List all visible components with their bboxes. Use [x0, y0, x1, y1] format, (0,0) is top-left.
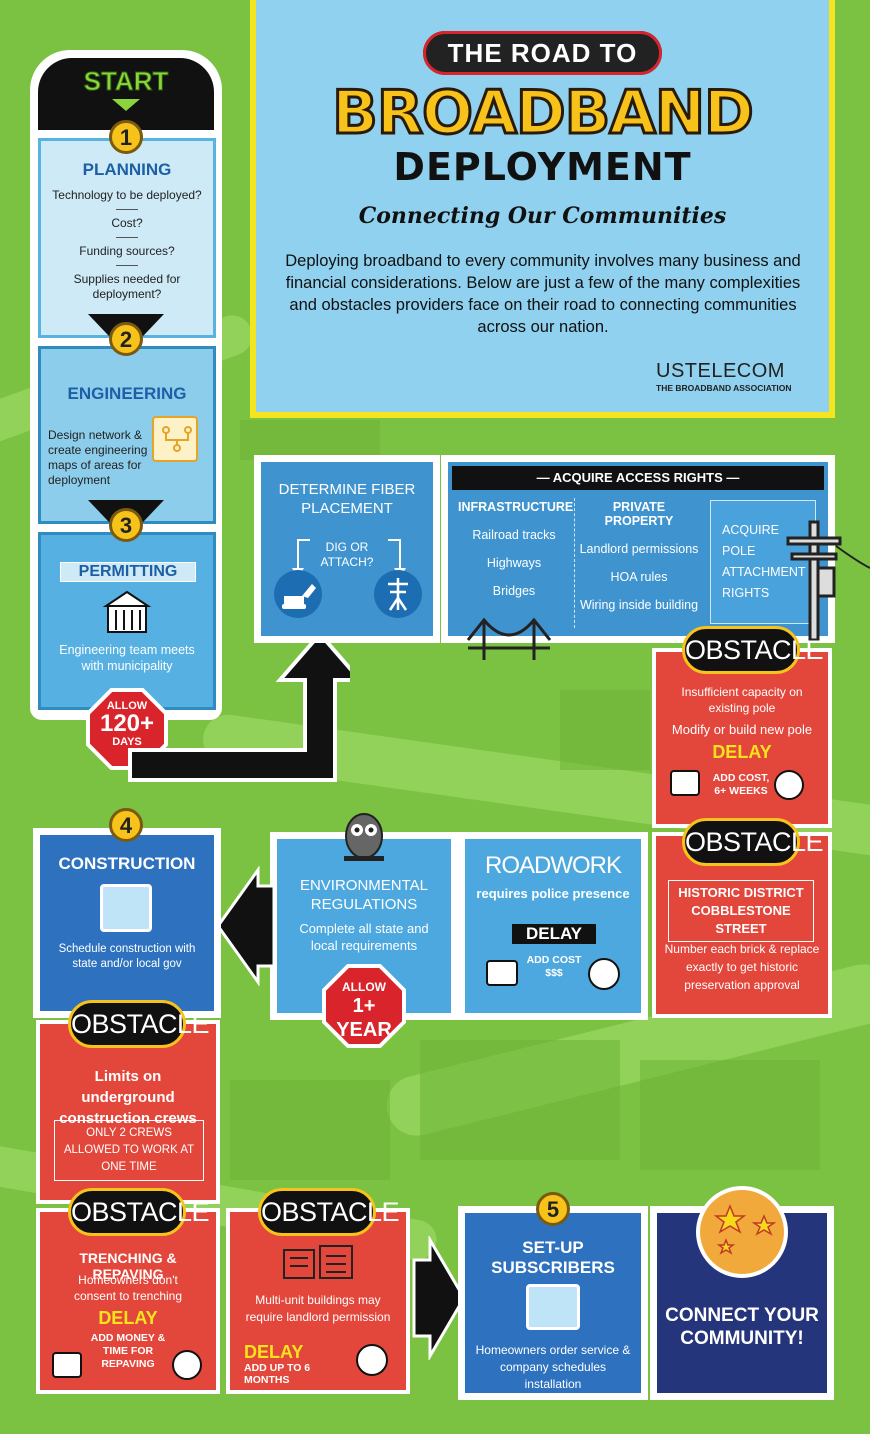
- fireworks-icon: [696, 1186, 788, 1278]
- fiber-title: DETERMINE FIBER PLACEMENT: [278, 481, 416, 517]
- calendar-icon: [100, 884, 152, 932]
- intro-text: Deploying broadband to every community i…: [285, 252, 801, 336]
- private-property-column: PRIVATE PROPERTY Landlord permissions HO…: [579, 500, 699, 612]
- apartment-buildings-icon: [282, 1244, 354, 1280]
- roadwork-sub: requires police presence: [476, 886, 630, 901]
- ustelecom-logo: USTELECOM THE BROADBAND ASSOCIATION: [656, 360, 792, 393]
- start-label: START: [83, 66, 169, 97]
- stop-sign-inner: ALLOW 120+ DAYS: [90, 692, 164, 766]
- multiunit-cost: ADD UP TO 6 MONTHS: [244, 1362, 311, 1386]
- engineering-text: Design network & create engineering maps…: [48, 428, 148, 487]
- engineering-title: ENGINEERING: [67, 384, 187, 403]
- obstacle-label: OBSTACLE: [682, 818, 824, 866]
- trenching-cost: ADD MONEY & TIME FOR REPAVING: [90, 1332, 166, 1370]
- roadwork-cost: ADD COST $$$: [526, 954, 582, 979]
- subscribers-text: Homeowners order service & company sched…: [475, 1343, 631, 1391]
- roadwork-title: ROADWORK: [485, 852, 622, 879]
- dig-or-attach: DIG OR ATTACH?: [320, 540, 374, 569]
- planning-list: Technology to be deployed? Cost? Funding…: [44, 188, 210, 302]
- start-arrow-icon: [112, 99, 140, 111]
- planning-item: Cost?: [111, 216, 143, 230]
- delay-label: DELAY: [98, 1308, 158, 1328]
- environmental-title: ENVIRONMENTAL REGULATIONS: [299, 877, 429, 913]
- delay-label: DELAY: [712, 742, 772, 762]
- historic-box: HISTORIC DISTRICT COBBLESTONE STREET: [668, 880, 814, 942]
- title-deployment: DEPLOYMENT: [393, 145, 692, 189]
- pole-rights-text: ACQUIRE POLE ATTACHMENT RIGHTS: [722, 523, 806, 600]
- connect-text: CONNECT YOUR COMMUNITY!: [665, 1305, 819, 1349]
- clock-icon: [172, 1350, 202, 1380]
- blueprint-icon: [152, 416, 198, 462]
- subscribers-title: SET-UP SUBSCRIBERS: [491, 1238, 615, 1277]
- subtitle: Connecting Our Communities: [358, 203, 727, 229]
- delay-label: DELAY: [244, 1342, 304, 1362]
- clock-icon: [774, 770, 804, 800]
- column-divider: [574, 498, 575, 628]
- step2-number: 2: [109, 322, 143, 356]
- city-hall-icon: [102, 590, 152, 634]
- multiunit-text: Multi-unit buildings may require landlor…: [245, 1293, 391, 1324]
- arrow-right-icon: [412, 1236, 466, 1360]
- obstacle-label: OBSTACLE: [682, 626, 824, 674]
- permitting-title: PERMITTING: [60, 562, 196, 582]
- permitting-text: Engineering team meets with municipality: [59, 643, 195, 673]
- power-pole-icon: [786, 520, 870, 642]
- planning-item: Supplies needed for deployment?: [73, 272, 181, 301]
- step5-number: 5: [536, 1192, 570, 1226]
- obstacle-label: OBSTACLE: [68, 1000, 210, 1048]
- pole-obstacle-fix: Modify or build new pole: [671, 722, 813, 737]
- planning-item: Funding sources?: [79, 244, 175, 258]
- crews-box: ONLY 2 CREWS ALLOWED TO WORK AT ONE TIME: [54, 1120, 204, 1181]
- excavator-icon: [274, 570, 322, 618]
- roadwork-delay: DELAY: [512, 924, 596, 944]
- step-planning: [38, 138, 216, 338]
- crews-title: Limits on underground construction crews: [59, 1068, 197, 1127]
- trenching-text: Homeowners don't consent to trenching: [73, 1273, 183, 1303]
- arrow-left-icon: [216, 866, 276, 986]
- planning-item: Technology to be deployed?: [52, 188, 202, 202]
- construction-title: CONSTRUCTION: [58, 854, 196, 873]
- step4-number: 4: [109, 808, 143, 842]
- bridge-icon: [466, 617, 552, 660]
- historic-text: Number each brick & replace exactly to g…: [664, 942, 820, 992]
- clock-icon: [356, 1344, 388, 1376]
- clock-icon: [588, 958, 620, 990]
- pole-rights-box: [710, 500, 816, 624]
- pole-delay-cost: ADD COST, 6+ WEEKS: [712, 772, 770, 797]
- path-arrow-icon: [128, 630, 350, 782]
- money-icon: [486, 960, 518, 986]
- obstacle-label: OBSTACLE: [258, 1188, 400, 1236]
- step3-number: 3: [109, 508, 143, 542]
- infrastructure-column: INFRASTRUCTURE Railroad tracks Highways …: [458, 500, 574, 598]
- obstacle-label: OBSTACLE: [68, 1188, 210, 1236]
- owl-icon: [342, 804, 386, 864]
- title-pill: THE ROAD TO: [422, 31, 663, 75]
- trenching-title: TRENCHING & REPAVING: [79, 1250, 177, 1282]
- access-title: — ACQUIRE ACCESS RIGHTS —: [452, 466, 824, 490]
- money-icon: [670, 770, 700, 796]
- obstacle-pole-box: [652, 648, 832, 828]
- calendar-icon: [526, 1284, 580, 1330]
- money-icon: [52, 1352, 82, 1378]
- environmental-text: Complete all state and local requirement…: [299, 921, 429, 953]
- construction-text: Schedule construction with state and/or …: [58, 943, 196, 970]
- start-header: START: [38, 58, 214, 130]
- pole-obstacle-text: Insufficient capacity on existing pole: [681, 685, 803, 715]
- step1-number: 1: [109, 120, 143, 154]
- title-panel: THE ROAD TO BROADBAND DEPLOYMENT Connect…: [250, 0, 835, 418]
- utility-pole-icon: [374, 570, 422, 618]
- stop-sign-inner: ALLOW 1+ YEAR: [326, 968, 402, 1044]
- title-broadband: BROADBAND: [331, 77, 756, 150]
- planning-title: PLANNING: [82, 160, 172, 179]
